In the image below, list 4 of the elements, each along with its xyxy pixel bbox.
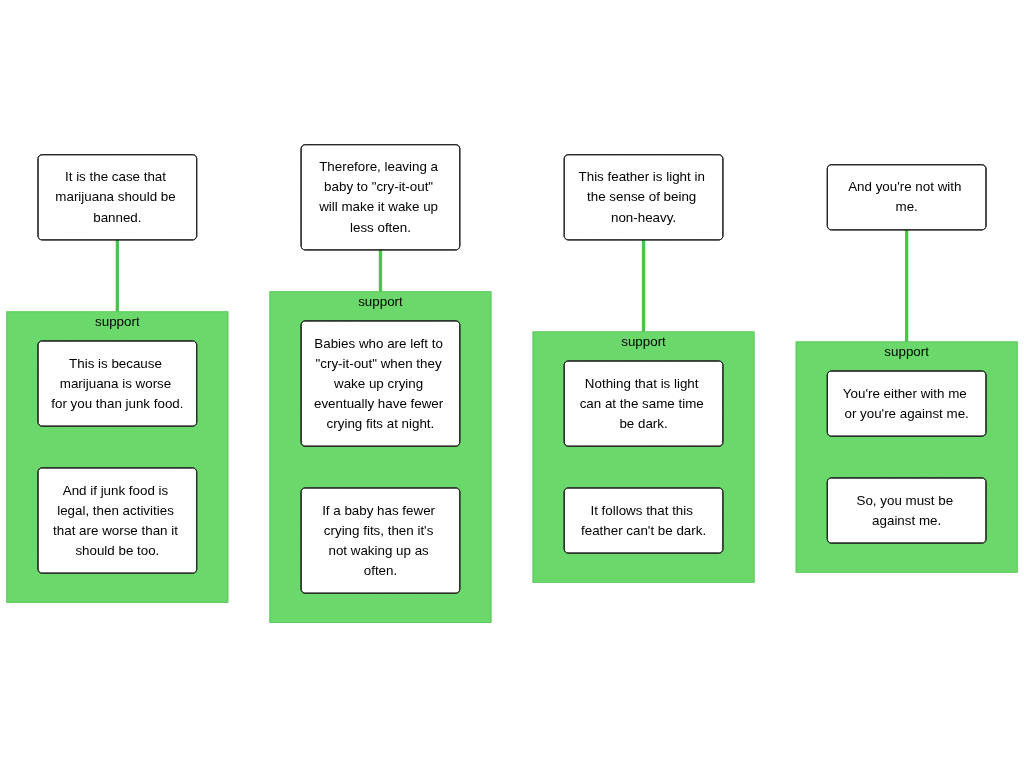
connector [115, 240, 120, 313]
connector [904, 230, 909, 343]
connector [378, 250, 383, 293]
connector [641, 240, 646, 333]
